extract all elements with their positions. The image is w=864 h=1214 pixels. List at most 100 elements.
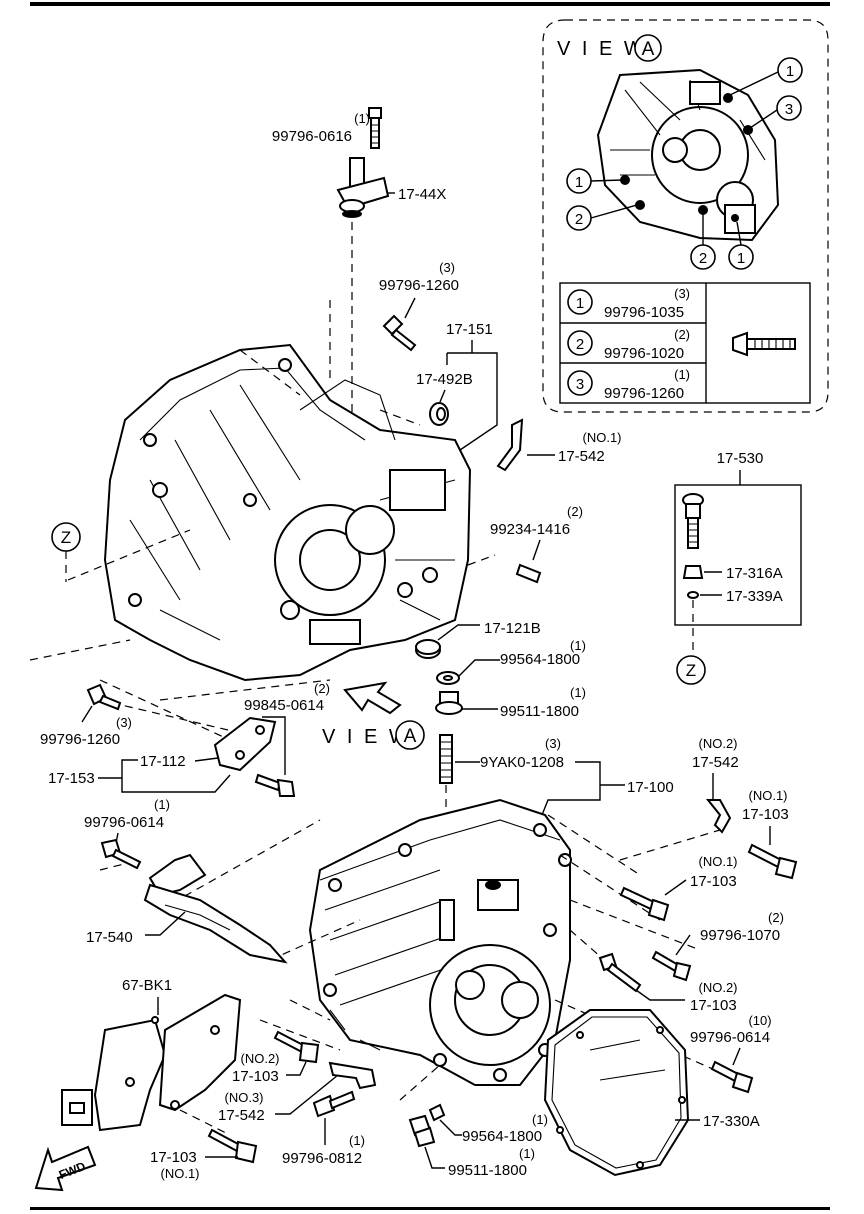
label-17-112: 17-112 [140,753,186,770]
label-part: 99796-1070 [700,927,780,944]
view-a-callout: 1 [786,63,794,80]
label-qty: (1) [570,685,586,700]
bolt-99845-0614 [254,773,296,797]
clutch-housing-upper [103,343,472,682]
label-17-121b: 17-121B [484,620,541,637]
label-17-540: 17-540 [86,929,133,946]
label-qty: (NO.2) [699,736,738,751]
sensor-17-530 [682,493,704,549]
view-a-main-title: V I E W [322,726,411,748]
label-qty: (3) [439,260,455,275]
label-qty: (NO.1) [583,430,622,445]
transmission-case-lower [308,798,572,1086]
label-part: 99845-0614 [244,697,324,714]
bolt-99796-0614-left [100,838,142,870]
view-a-callout-circle [566,205,592,231]
washer-99564-bottom [428,1103,446,1122]
label-17-530: 17-530 [717,450,764,467]
label-17-339a: 17-339A [726,588,783,605]
bolt-99796-0616 [368,107,382,149]
view-a-callout-circle [728,244,754,270]
label-part: 99796-0616 [272,128,352,145]
top-border [30,2,830,6]
label-part: 99511-1800 [448,1162,527,1179]
view-a-main-letter: A [404,726,417,747]
legend-row-3-num: 3 [576,376,584,393]
label-part: 17-103 [150,1149,197,1166]
label-qty: (2) [768,910,784,925]
label-qty: (NO.1) [749,788,788,803]
label-qty: (3) [116,715,132,730]
bolt-17-103-no2a [598,952,642,993]
z-marker-right-text: Z [686,661,696,680]
label-part: 17-103 [690,997,737,1014]
label-part: 99234-1416 [490,521,570,538]
label-17-316a: 17-316A [726,565,783,582]
label-part: 99796-0614 [84,814,164,831]
view-a-callout-circle [777,57,803,83]
label-qty: (1) [519,1146,535,1161]
bottom-border [30,1207,830,1210]
bracket-17-542-no1 [496,418,524,472]
label-part: 17-103 [690,873,737,890]
view-a-letter: A [642,39,655,60]
label-17-330a: 17-330A [703,1113,760,1130]
bolt-99796-0812 [312,1090,356,1118]
heat-shield-17-540 [143,853,288,964]
label-qty: (1) [154,797,170,812]
label-qty: (2) [314,681,330,696]
label-qty: (NO.1) [699,854,738,869]
sensor-box-17-530 [674,484,802,626]
drain-plug-99511 [435,691,463,715]
label-qty: (1) [354,111,370,126]
label-part: 99796-1260 [379,277,459,294]
view-a-letter-circle [634,34,662,62]
label-part: 99796-1260 [40,731,120,748]
bolt-99796-0614-right [710,1060,754,1094]
label-17-44x: 17-44X [398,186,446,203]
bolt-99796-1070 [651,950,692,982]
bolt-17-103-no1b [619,886,670,922]
label-qty: (3) [545,736,561,751]
legend-row-1-qty: (3) [674,286,690,301]
label-qty: (1) [570,638,586,653]
speed-sensor-17-44x [336,157,390,218]
label-part: 17-542 [218,1107,265,1124]
label-qty: (NO.2) [241,1051,280,1066]
bracket-17-542-no2 [705,799,732,834]
label-17-492b: 17-492B [416,371,473,388]
label-part: 9YAK0-1208 [480,754,564,771]
label-part: 17-103 [232,1068,279,1085]
view-a-inset: V I E W A 1 3 1 [542,19,829,413]
legend-row-2-num: 2 [576,336,584,353]
label-qty: (NO.2) [699,980,738,995]
cover-17-330a [543,1009,690,1177]
bolt-17-103-no1c [207,1128,258,1164]
view-a-callout: 3 [785,101,793,118]
z-marker-left-text: Z [61,528,71,547]
legend-row-2-part: 99796-1020 [604,345,684,362]
label-67-bk1: 67-BK1 [122,977,172,994]
view-a-main-circle [395,720,425,750]
legend-row-3-part: 99796-1260 [604,385,684,402]
bolt-17-103-no2b [273,1030,320,1064]
label-qty: (2) [567,504,583,519]
label-17-100: 17-100 [627,779,674,796]
label-part: 99796-0812 [282,1150,362,1167]
seal-17-492b [429,402,449,426]
legend-row-3-qty: (1) [674,367,690,382]
label-qty: (NO.1) [161,1166,200,1181]
bolt-99796-1260-left [86,683,122,711]
view-a-callout-circle [690,244,716,270]
fwd-arrow-icon: FWD [34,1145,97,1192]
view-a-callout: 1 [737,250,745,267]
bracket-17-542-no3 [328,1061,377,1090]
view-a-arrow [343,681,402,715]
label-part: 17-103 [742,806,789,823]
view-a-legend-table: 1 (3) 99796-1035 2 (2) 99796-1020 3 (1) … [559,282,811,404]
label-part: 99511-1800 [500,703,579,720]
legend-row-1-num: 1 [576,295,584,312]
view-a-callout: 1 [575,174,583,191]
stud-bolt-9yak0 [439,734,453,784]
bracket-67-bk1 [61,993,242,1132]
